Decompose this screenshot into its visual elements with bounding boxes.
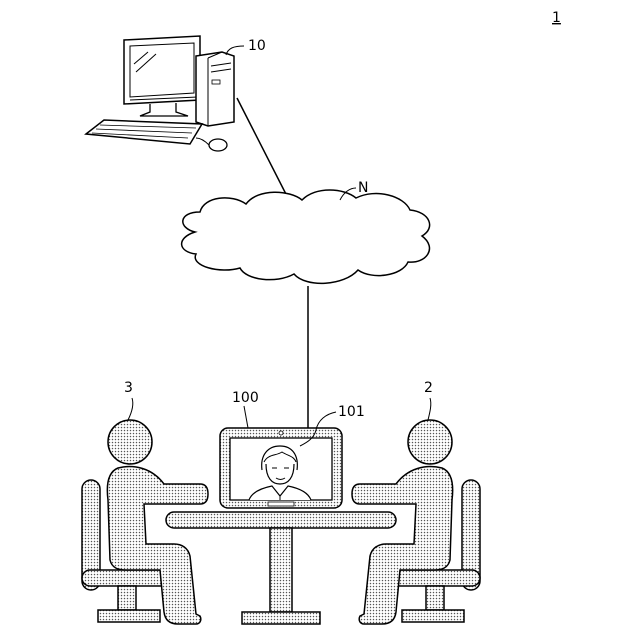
network-cloud [182, 190, 430, 283]
callout-terminal [244, 406, 248, 428]
label-terminal: 100 [232, 390, 259, 406]
computer-group [86, 36, 244, 151]
computer-keyboard [86, 120, 202, 144]
label-person-right: 2 [424, 380, 433, 396]
callout-person-right [428, 398, 431, 420]
camera-icon [279, 431, 283, 435]
label-network: N [358, 180, 368, 196]
label-computer: 10 [248, 38, 266, 54]
figure-number: 1 [552, 10, 561, 26]
table [166, 512, 396, 624]
label-screen: 101 [338, 404, 365, 420]
link-computer-network [237, 98, 290, 202]
callout-person-left [128, 398, 133, 420]
label-person-left: 3 [124, 380, 133, 396]
terminal-device [220, 428, 342, 508]
computer-mouse [209, 139, 227, 151]
